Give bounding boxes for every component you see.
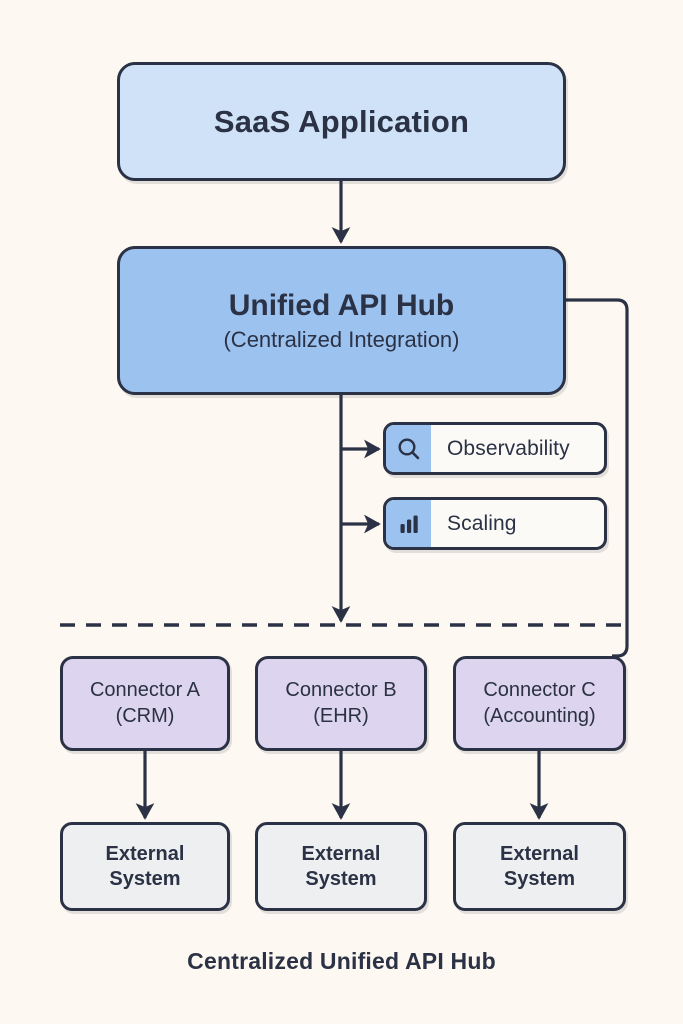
magnifier-icon-container [386,425,431,472]
node-external-system-c[interactable]: External System [453,822,626,911]
node-external-system-b[interactable]: External System [255,822,427,911]
connector-a-title: Connector A [89,679,201,701]
connector-c-title: Connector C [483,679,596,701]
node-connector-a[interactable]: Connector A (CRM) [60,656,230,751]
external-system-c-line2: System [503,867,576,890]
badge-scaling-label: Scaling [447,511,517,535]
connector-b-title: Connector B [285,679,397,701]
node-unified-api-hub[interactable]: Unified API Hub (Centralized Integration… [117,246,566,395]
saas-application-title: SaaS Application [213,103,470,139]
node-connector-b[interactable]: Connector B (EHR) [255,656,427,751]
external-system-b-line1: External [301,842,381,865]
external-system-c-line1: External [500,842,579,865]
connector-c-subtitle: (Accounting) [483,705,596,727]
badge-observability[interactable]: Observability [383,422,607,475]
bar-chart-icon [400,515,418,533]
bar-chart-icon-container [386,500,431,547]
diagram-caption: Centralized Unified API Hub [187,948,496,974]
unified-api-hub-subtitle: (Centralized Integration) [223,326,460,352]
connector-a-subtitle: (CRM) [115,705,175,727]
node-saas-application[interactable]: SaaS Application [117,62,566,181]
unified-api-hub-title: Unified API Hub [228,288,455,322]
external-system-b-line2: System [305,867,377,890]
connector-b-subtitle: (EHR) [313,705,369,727]
badge-observability-label: Observability [447,436,570,460]
badge-scaling[interactable]: Scaling [383,497,607,550]
external-system-a-line1: External [105,842,185,865]
node-external-system-a[interactable]: External System [60,822,230,911]
node-connector-c[interactable]: Connector C (Accounting) [453,656,626,751]
magnifier-icon [397,437,419,459]
external-system-a-line2: System [109,867,181,890]
edge-hub-to-connector-c [566,298,629,658]
